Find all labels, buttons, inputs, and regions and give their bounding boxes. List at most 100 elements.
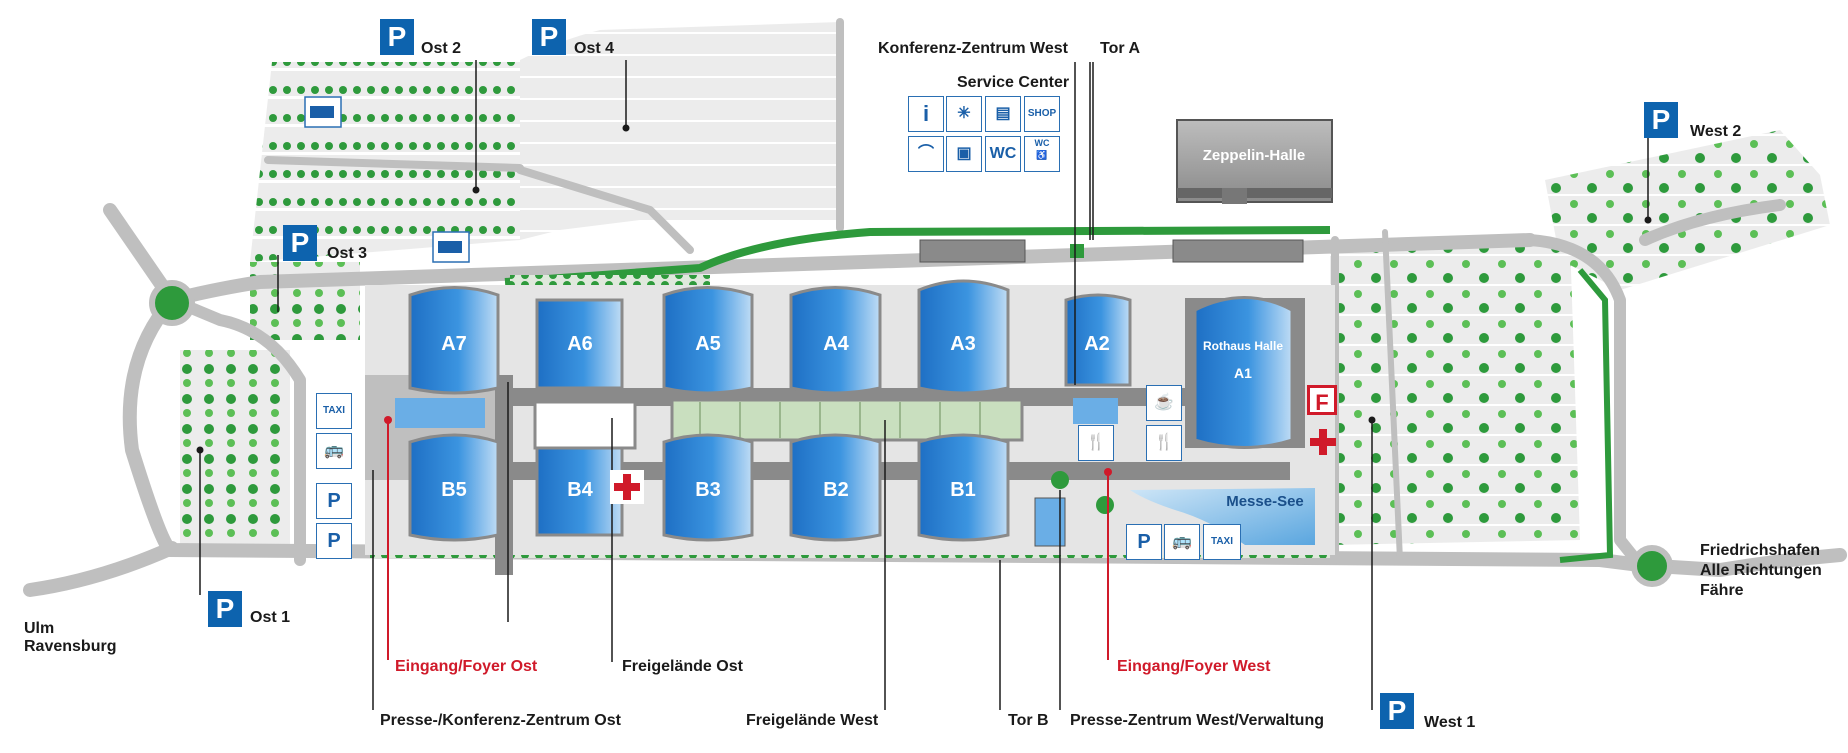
hall-rothaus-label: Rothaus Halle xyxy=(1203,339,1283,353)
hall-b5[interactable]: B5 xyxy=(408,433,500,542)
fire-station-icon[interactable]: F xyxy=(1307,385,1337,415)
hall-b1-label: B1 xyxy=(950,479,976,501)
meeting-point-icon[interactable]: ✳ xyxy=(946,96,982,132)
hall-a6-label: A6 xyxy=(567,333,593,355)
leader-lines xyxy=(199,60,1649,710)
destination-faehre-label: Fähre xyxy=(1700,582,1744,599)
freigelaende-ost-label: Freigelände Ost xyxy=(622,658,743,675)
parking-west1-label: West 1 xyxy=(1424,714,1476,731)
camper-icon xyxy=(304,96,342,128)
accessible-parking-icon-west[interactable]: P xyxy=(1126,524,1162,560)
tor-a-gate xyxy=(1070,244,1084,258)
tree-cluster-2 xyxy=(1096,496,1114,514)
taxi-icon-west[interactable]: TAXI xyxy=(1203,524,1241,560)
hall-a3[interactable]: A3 xyxy=(917,279,1010,395)
hall-a7-label: A7 xyxy=(441,333,467,355)
freigelaende-ost-area xyxy=(533,400,637,450)
accessible-wc-text: WC xyxy=(1034,138,1050,148)
parking-ost3-badge[interactable]: P xyxy=(283,225,317,261)
restaurant-icon-2[interactable]: 🍴 xyxy=(1146,425,1182,461)
accessible-parking-icon-ost[interactable]: P xyxy=(316,483,352,519)
parking-ost1-badge[interactable]: P xyxy=(208,591,242,627)
hall-b4-label: B4 xyxy=(567,479,593,501)
parking-west2-label: West 2 xyxy=(1690,123,1742,140)
marker-dot-eingang-west xyxy=(1104,468,1112,476)
entrance-leader-lines xyxy=(387,418,1109,660)
messe-see-label: Messe-See xyxy=(1226,493,1304,510)
bus-icon-west[interactable]: 🚌 xyxy=(1164,524,1200,560)
cloakroom-icon[interactable]: ⌒ xyxy=(908,136,944,172)
freigelaende-west-area xyxy=(670,398,1024,442)
marker-dot-ost2 xyxy=(472,186,480,194)
roundabout-west xyxy=(149,280,195,326)
parking-ost2-badge[interactable]: P xyxy=(380,19,414,55)
parking-west2-badge[interactable]: P xyxy=(1644,102,1678,138)
atm-icon[interactable]: ▤ xyxy=(985,96,1021,132)
hall-a1-rothaus[interactable]: Rothaus Halle A1 xyxy=(1193,296,1294,449)
freigelaende-grid xyxy=(699,402,981,438)
zeppelin-halle[interactable]: Zeppelin-Halle xyxy=(1176,119,1333,204)
parking-ost4-badge[interactable]: P xyxy=(532,19,566,55)
tor-b-label: Tor B xyxy=(1008,712,1049,729)
parking-ost1-label: Ost 1 xyxy=(250,609,291,626)
hall-a5-label: A5 xyxy=(695,333,721,355)
presse-konferenz-zentrum-ost-label: Presse-/Konferenz-Zentrum Ost xyxy=(380,712,621,729)
parking-area-ost4 xyxy=(520,22,840,240)
marker-dot-eingang-ost xyxy=(384,416,392,424)
first-aid-cross-b4 xyxy=(610,470,644,504)
foyer-ost-glass xyxy=(395,398,485,428)
eingang-foyer-west-label: Eingang/Foyer West xyxy=(1117,658,1271,675)
taxi-icon-ost[interactable]: TAXI xyxy=(316,393,352,429)
hall-b1[interactable]: B1 xyxy=(917,433,1010,542)
hall-a3-label: A3 xyxy=(950,333,976,355)
hall-b4[interactable]: B4 xyxy=(535,446,624,537)
luggage-icon[interactable]: ▣ xyxy=(946,136,982,172)
marker-dot-ost1 xyxy=(196,446,204,454)
hall-b2-label: B2 xyxy=(823,479,849,501)
restaurant-icon[interactable]: 🍴 xyxy=(1078,425,1114,461)
zeppelin-halle-label: Zeppelin-Halle xyxy=(1203,147,1306,164)
hall-b5-label: B5 xyxy=(441,479,467,501)
hall-a4-label: A4 xyxy=(823,333,849,355)
hall-b3-label: B3 xyxy=(695,479,721,501)
building-near-zeppelin xyxy=(1172,239,1304,263)
destination-friedrichshafen-label: Friedrichshafen xyxy=(1700,542,1821,559)
cafe-icon[interactable]: ☕ xyxy=(1146,385,1182,421)
parking-area-west1 xyxy=(1330,240,1580,545)
camper-icon-2 xyxy=(432,231,470,263)
foyer-west-glass xyxy=(1073,398,1118,424)
hall-b2[interactable]: B2 xyxy=(789,433,882,542)
tree-cluster-1 xyxy=(1051,471,1069,489)
green-belt-east xyxy=(1559,268,1614,563)
hall-b3[interactable]: B3 xyxy=(662,433,754,542)
eingang-foyer-ost-label: Eingang/Foyer Ost xyxy=(395,658,538,675)
hall-a4[interactable]: A4 xyxy=(789,286,882,395)
destination-ulm-label: Ulm xyxy=(24,620,55,637)
hall-a6[interactable]: A6 xyxy=(535,298,624,390)
wc-icon[interactable]: WC xyxy=(985,136,1021,172)
parking-ost2-label: Ost 2 xyxy=(421,40,462,57)
info-icon[interactable]: i xyxy=(908,96,944,132)
bus-parking-icon-ost[interactable]: P xyxy=(316,523,352,559)
service-center-label: Service Center xyxy=(957,74,1070,91)
parking-ost4-label: Ost 4 xyxy=(574,40,615,57)
parking-ost3-label: Ost 3 xyxy=(327,245,368,262)
konferenz-zentrum-west-label: Konferenz-Zentrum West xyxy=(878,40,1068,57)
marker-dot-ost4 xyxy=(622,124,630,132)
hall-a7[interactable]: A7 xyxy=(408,286,500,395)
marker-dot-west2 xyxy=(1644,216,1652,224)
destination-alle-richtungen-label: Alle Richtungen xyxy=(1700,562,1822,579)
hedge-north xyxy=(510,275,710,285)
messe-see-lake[interactable]: Messe-See xyxy=(1130,488,1315,545)
roundabout-east xyxy=(1631,545,1673,587)
marker-dot-west1 xyxy=(1368,416,1376,424)
hall-a5[interactable]: A5 xyxy=(662,286,754,395)
bus-icon-ost[interactable]: 🚌 xyxy=(316,433,352,469)
parking-west1-badge[interactable]: P xyxy=(1380,693,1414,729)
accessible-wc-icon[interactable]: WC♿ xyxy=(1024,136,1060,172)
shop-icon[interactable]: SHOP xyxy=(1024,96,1060,132)
green-belt-north xyxy=(504,226,1331,286)
hall-a2-label: A2 xyxy=(1084,333,1110,355)
presse-zentrum-west-label: Presse-Zentrum West/Verwaltung xyxy=(1070,712,1324,729)
